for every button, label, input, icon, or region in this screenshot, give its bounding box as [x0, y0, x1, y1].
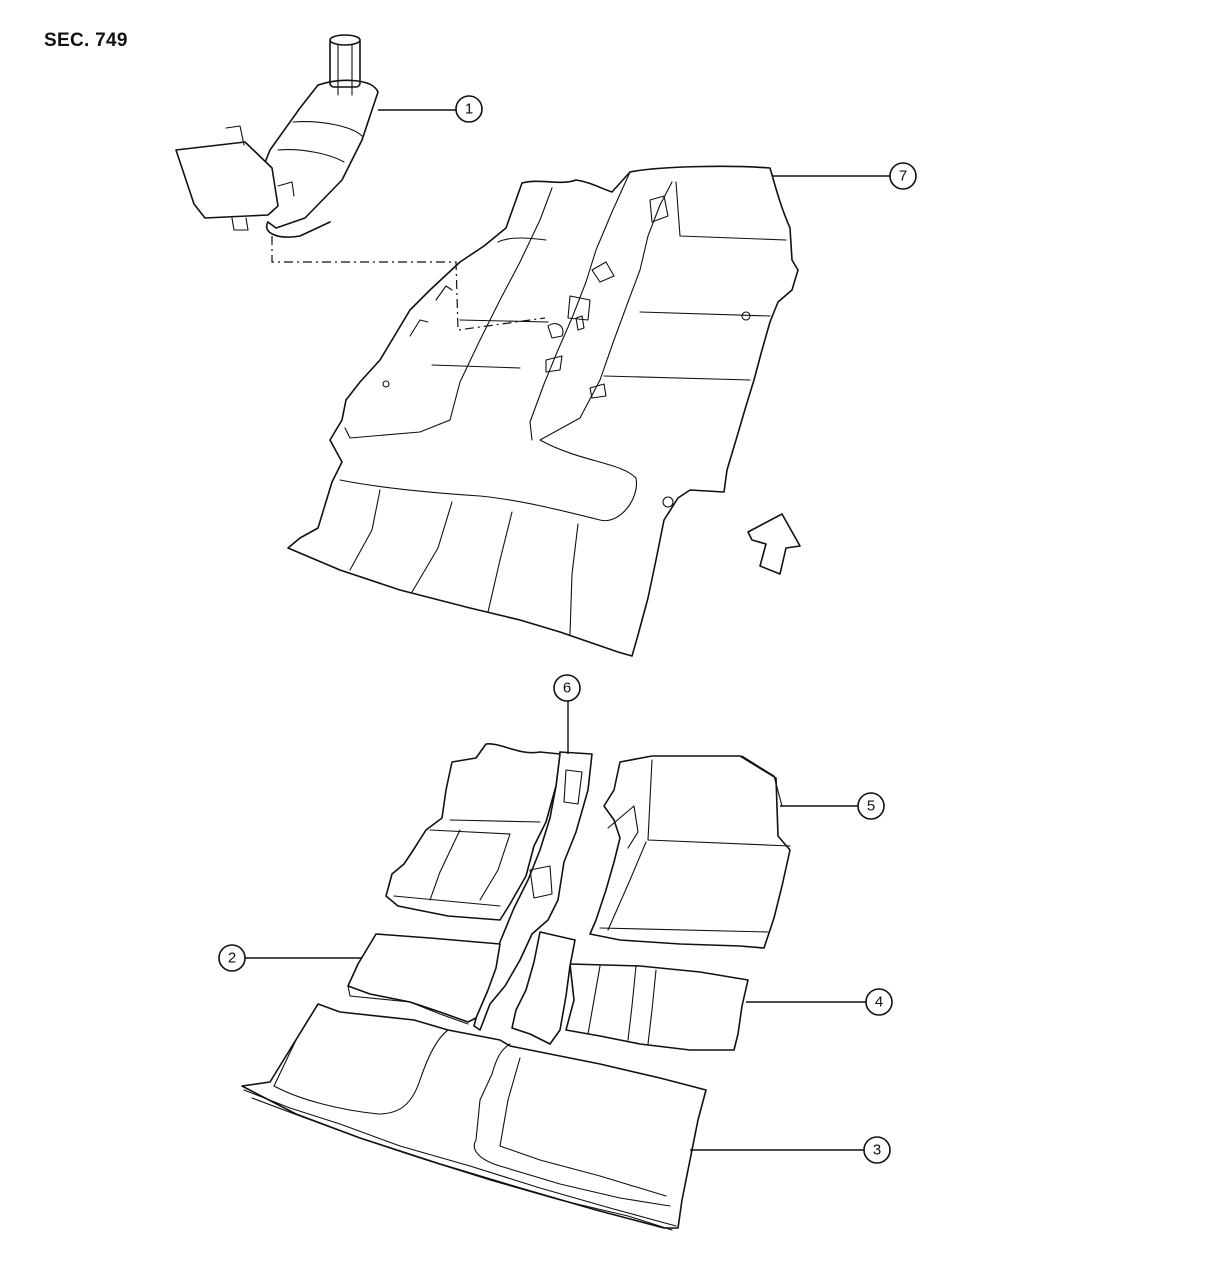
callout-7: 7 — [772, 162, 917, 190]
section-label: SEC. 749 — [44, 30, 128, 51]
callout-4-number: 4 — [875, 994, 883, 1011]
callout-3: 3 — [690, 1136, 891, 1164]
part-7-main-floor-carpet — [287, 165, 799, 657]
part-3-front-floor-carpet — [241, 1003, 707, 1231]
callout-1: 1 — [378, 95, 483, 123]
part-2-front-left-mat — [347, 933, 501, 1025]
callout-1-number: 1 — [465, 101, 473, 118]
part-6-center-tunnel-carpet — [473, 751, 593, 1031]
callout-5-number: 5 — [867, 798, 875, 815]
callout-6-number: 6 — [563, 680, 571, 697]
callout-6: 6 — [553, 674, 581, 754]
part-front-tunnel-carpet — [511, 931, 576, 1045]
callout-3-number: 3 — [873, 1142, 881, 1159]
callout-7-number: 7 — [899, 168, 907, 185]
part-1-insulator — [175, 34, 379, 238]
callout-4: 4 — [746, 988, 893, 1016]
callout-2: 2 — [218, 944, 362, 972]
part-5-rear-right-mat — [741, 755, 783, 807]
relation-line-part-1 — [271, 236, 546, 331]
callout-2-number: 2 — [228, 950, 236, 967]
front-direction-arrow-icon — [747, 513, 801, 575]
callout-5: 5 — [780, 792, 885, 820]
part-rear-right-carpet — [589, 755, 791, 949]
part-4-front-right-mat — [565, 963, 749, 1051]
part-rear-left-carpet — [385, 743, 561, 921]
